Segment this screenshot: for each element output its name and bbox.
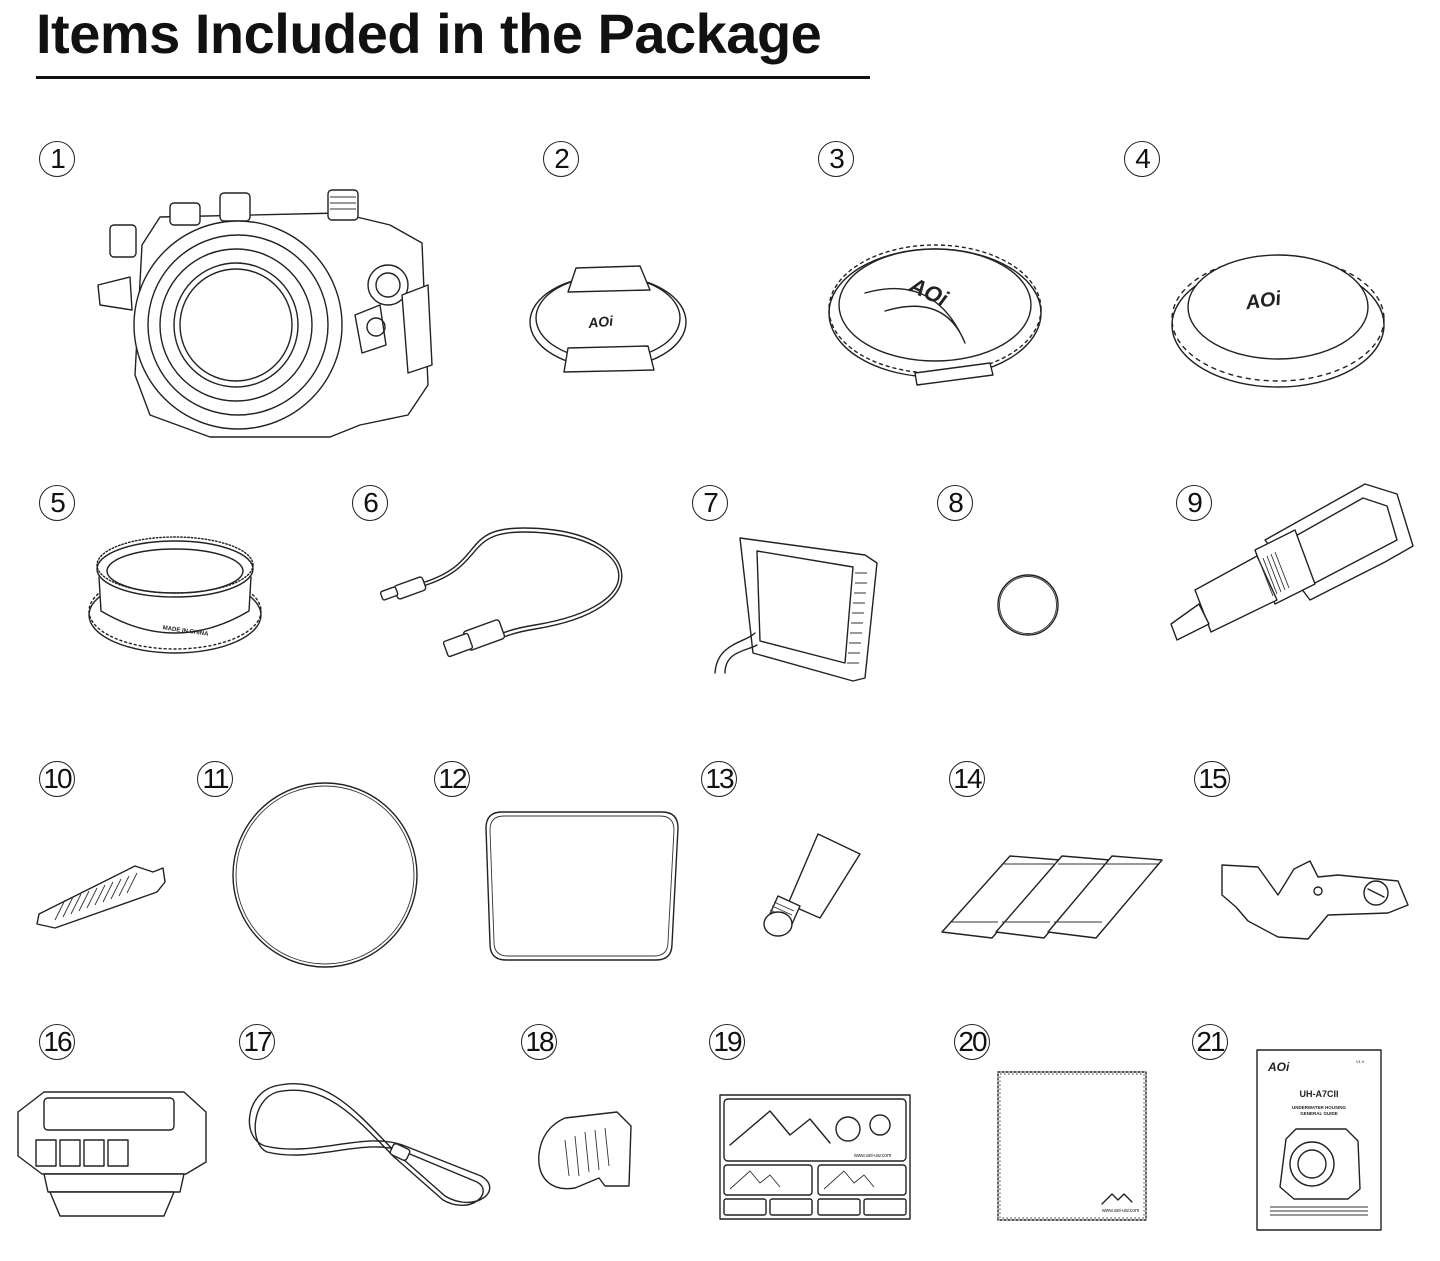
item-number-19: 19	[709, 1024, 745, 1060]
guide-model: UH-A7CII	[1299, 1089, 1338, 1099]
guide-subtitle-2: GENERAL GUIDE	[1300, 1111, 1337, 1116]
item-number-4: 4	[1124, 141, 1160, 177]
housing-o-ring-icon	[482, 808, 682, 969]
lens-cap-icon: AOi	[528, 260, 688, 385]
page-title: Items Included in the Package	[36, 2, 822, 65]
small-o-ring-icon	[996, 573, 1060, 642]
item-number-21: 21	[1192, 1024, 1228, 1060]
item-number-16: 16	[39, 1024, 75, 1060]
svg-text:AOi: AOi	[586, 312, 615, 331]
item-number-5: 5	[39, 485, 75, 521]
front-port-cap-icon: AOi	[825, 233, 1045, 393]
item-number-13: 13	[701, 761, 737, 797]
guide-version: V1.0	[1356, 1059, 1365, 1064]
item-number-14: 14	[949, 761, 985, 797]
fiber-optic-cap-icon	[535, 1110, 635, 1197]
zoom-gear-ring-icon: MADE IN CHINA	[85, 536, 265, 662]
item-number-10: 10	[39, 761, 75, 797]
moisture-absorber-strips-icon	[940, 852, 1165, 947]
o-ring-pick-icon	[35, 862, 170, 937]
cold-shoe-adapter-icon	[14, 1090, 214, 1225]
item-number-3: 3	[818, 141, 854, 177]
item-number-7: 7	[692, 485, 728, 521]
tray-mount-bracket-icon	[1218, 855, 1413, 950]
item-number-11: 11	[197, 761, 233, 797]
underwater-housing-icon	[90, 185, 440, 450]
item-number-2: 2	[543, 141, 579, 177]
guide-subtitle-1: UNDERWATER HOUSING	[1292, 1105, 1347, 1110]
item-number-15: 15	[1194, 761, 1230, 797]
item-number-8: 8	[937, 485, 973, 521]
port-o-ring-icon	[230, 780, 420, 975]
title-underline	[36, 76, 870, 79]
silicone-grease-tube-icon	[760, 832, 865, 947]
cleaning-cloth-icon: www.aoi-uw.com	[994, 1068, 1150, 1229]
body-cap-icon: AOi	[1168, 233, 1388, 398]
item-number-20: 20	[954, 1024, 990, 1060]
item-number-1: 1	[39, 141, 75, 177]
item-number-12: 12	[434, 761, 470, 797]
item-number-18: 18	[521, 1024, 557, 1060]
svg-text:AOi: AOi	[1243, 288, 1283, 315]
general-guide-booklet-icon: AOi V1.0 UH-A7CII UNDERWATER HOUSING GEN…	[1256, 1049, 1384, 1238]
o-ring-remover-tool-icon	[1165, 480, 1415, 650]
sticker-url: www.aoi-uw.com	[854, 1153, 891, 1159]
lanyard-icon	[245, 1080, 505, 1215]
item-number-6: 6	[352, 485, 388, 521]
usb-cable-icon	[375, 525, 645, 680]
lcd-hood-icon	[705, 533, 885, 688]
item-number-9: 9	[1176, 485, 1212, 521]
item-number-17: 17	[239, 1024, 275, 1060]
svg-text:AOi: AOi	[1267, 1060, 1290, 1074]
cloth-url: www.aoi-uw.com	[1102, 1208, 1139, 1214]
sticker-sheet-icon: www.aoi-uw.com	[719, 1094, 912, 1226]
